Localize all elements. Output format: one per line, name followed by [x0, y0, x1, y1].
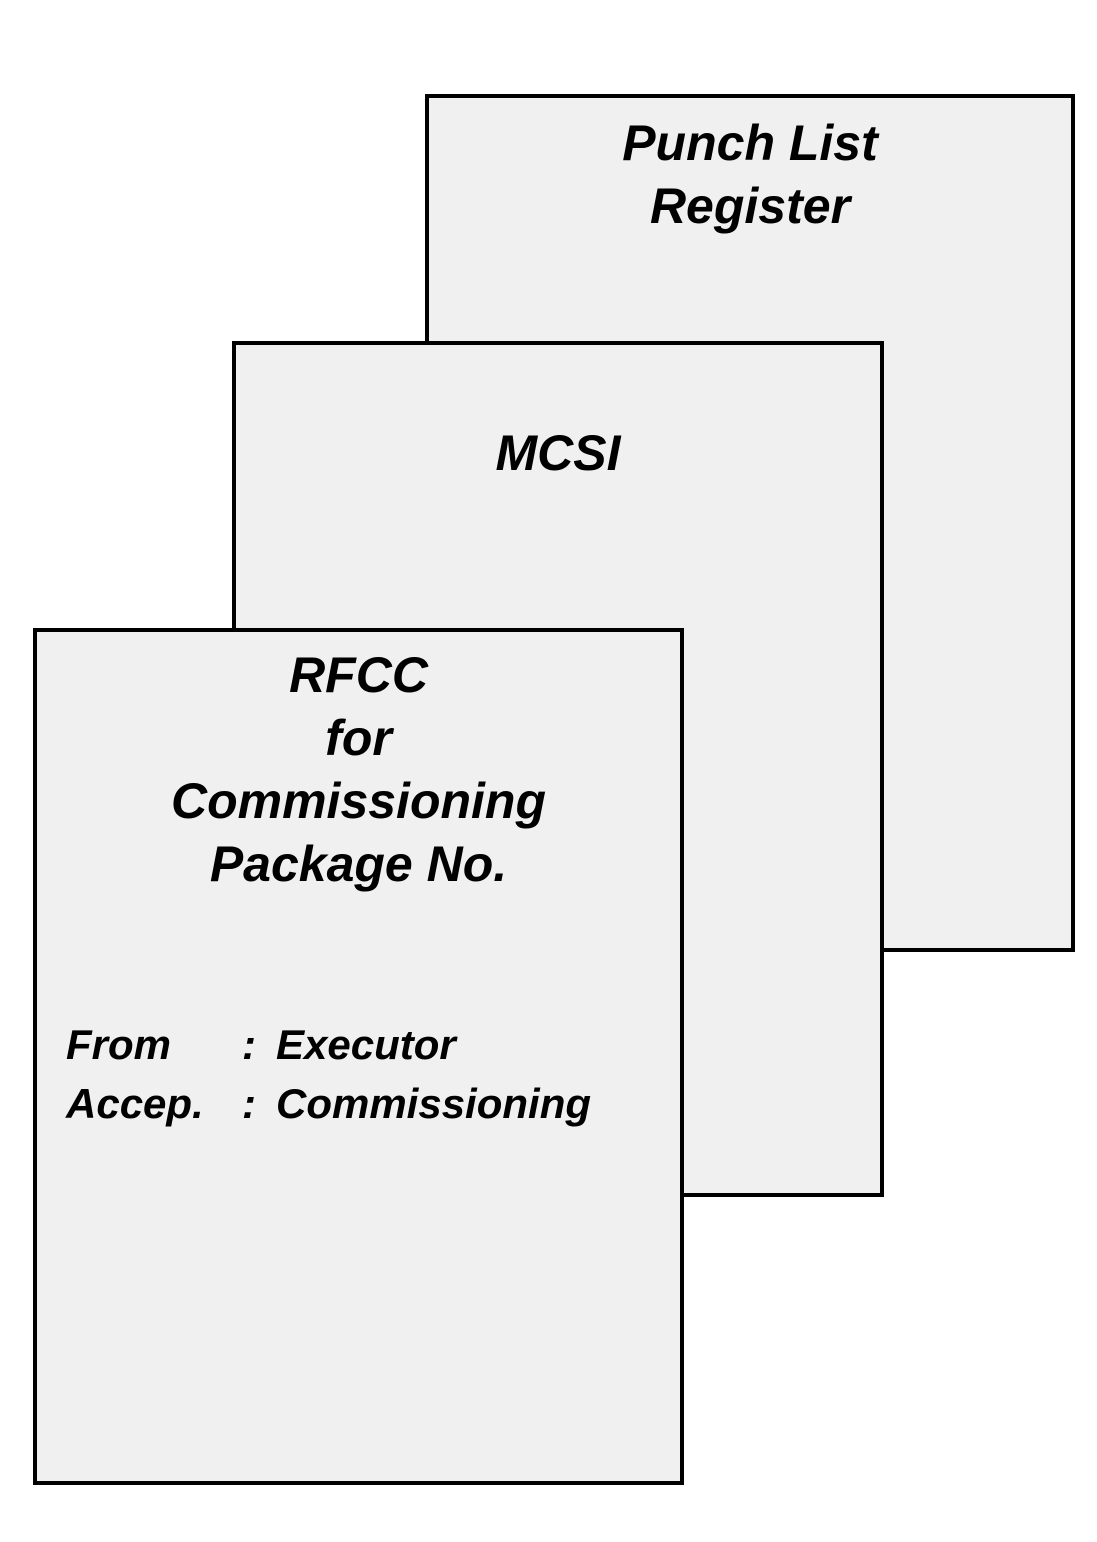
meta-label-accep: Accep.: [66, 1080, 204, 1127]
card-title-line-3: Commissioning: [170, 773, 547, 829]
card-title-line-2: for: [325, 710, 392, 766]
card-title-line-2: Register: [649, 178, 851, 234]
card-punch-list-register-title: Punch List Register: [429, 112, 1071, 238]
card-title-line-1: MCSI: [495, 425, 621, 481]
card-title-line-1: RFCC: [289, 647, 428, 703]
meta-row-accep: Accep.: Commissioning: [66, 1074, 591, 1133]
card-mcsi-title: MCSI: [236, 422, 880, 485]
meta-separator-accep: :: [242, 1080, 256, 1127]
meta-row-from: From: Executor: [66, 1015, 591, 1074]
card-title-line-4: Package No.: [209, 836, 508, 892]
card-rfcc-title: RFCC for Commissioning Package No.: [37, 644, 680, 896]
meta-value-accep: Commissioning: [276, 1080, 592, 1127]
meta-separator-from: :: [242, 1021, 256, 1068]
card-title-line-1: Punch List: [622, 115, 878, 171]
meta-label-from: From: [66, 1021, 171, 1068]
card-rfcc[interactable]: RFCC for Commissioning Package No. From:…: [33, 628, 684, 1485]
card-rfcc-meta: From: Executor Accep.: Commissioning: [66, 1015, 591, 1133]
meta-value-from: Executor: [276, 1021, 456, 1068]
